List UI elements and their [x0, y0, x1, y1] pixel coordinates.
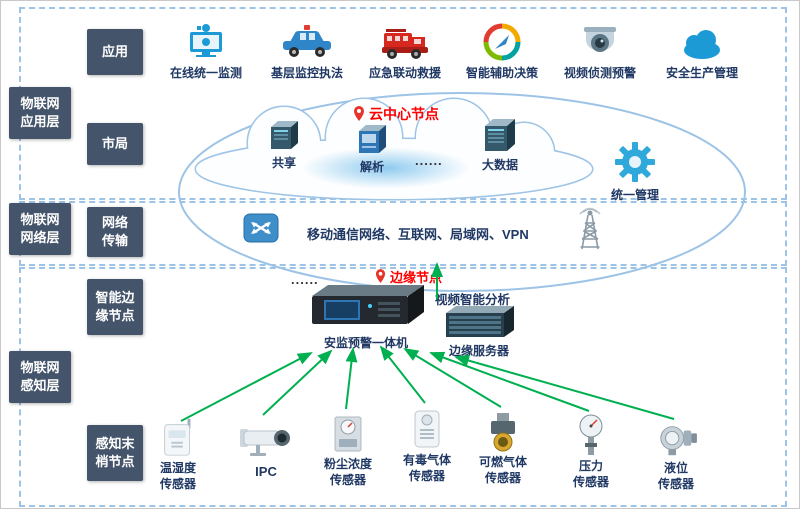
app-label: 在线统一监测: [169, 66, 242, 80]
sensor-liquid-level: 液位 传感器: [637, 421, 715, 492]
location-pin-icon: [375, 269, 386, 283]
liquid-level-sensor-icon: [660, 426, 697, 456]
police-car-icon: [283, 25, 331, 57]
sensor-temp-humidity: 温湿度 传感器: [139, 417, 217, 492]
edge-machine: 安监预警一体机: [301, 283, 431, 351]
dome-camera-icon: [584, 27, 616, 52]
edge-machine-label: 安监预警一体机: [323, 336, 408, 350]
app-online-monitoring: 在线统一监测: [156, 23, 256, 81]
unified-management-label: 统一管理: [610, 188, 659, 202]
app-label: 安全生产管理: [665, 66, 738, 80]
location-pin-icon: [354, 106, 364, 121]
sensor-label: 可燃气体 传感器: [478, 455, 527, 485]
sensor-pressure: 压力 传感器: [552, 413, 630, 490]
edge-ellipsis: ......: [291, 272, 319, 287]
network-types-label: 移动通信网络、互联网、局域网、VPN: [307, 227, 529, 242]
app-label: 应急联动救援: [368, 66, 441, 80]
row-label-city-bureau: 市局: [87, 123, 143, 165]
edge-node-title: 边缘节点: [375, 267, 442, 286]
cloud-node-label: 共享: [271, 156, 296, 170]
cloud-node-share: 共享: [253, 119, 315, 171]
edge-node-title-text: 边缘节点: [390, 270, 443, 285]
sensor-dust: 粉尘浓度 传感器: [309, 413, 387, 488]
edge-server: 边缘服务器: [437, 303, 521, 359]
sensor-combustible-gas: 可燃气体 传感器: [464, 411, 542, 486]
monitor-camera-icon: [190, 24, 222, 57]
pressure-sensor-icon: [579, 414, 603, 455]
app-decision-support: 智能辅助决策: [452, 23, 552, 81]
cloud-icon: [684, 30, 720, 59]
app-safety-management: 安全生产管理: [652, 27, 752, 81]
edge-server-label: 边缘服务器: [448, 344, 509, 358]
sensor-label: IPC: [255, 464, 277, 479]
cloud-ellipsis: ......: [415, 153, 443, 168]
app-video-detection: 视频侦测预警: [550, 25, 650, 81]
row-label-perception-end-node: 感知末 梢节点: [87, 425, 143, 481]
server-rack-icon: [485, 119, 515, 151]
server-icon: [271, 121, 298, 149]
edge-server-icon: [446, 306, 514, 337]
sensor-toxic-gas: 有毒气体 传感器: [388, 407, 466, 484]
dust-sensor-icon: [334, 416, 362, 452]
sensor-label: 压力 传感器: [572, 459, 609, 489]
toxic-gas-sensor-icon: [414, 410, 440, 448]
sensor-ipc: IPC: [227, 421, 305, 479]
sensor-label: 粉尘浓度 传感器: [323, 457, 372, 487]
row-label-application: 应用: [87, 29, 143, 75]
cloud-node-bigdata: 大数据: [465, 117, 535, 173]
video-analysis-label: 视频智能分析: [435, 293, 511, 307]
server-icon: [359, 125, 386, 153]
cloud-center-title-text: 云中心节点: [369, 106, 439, 122]
temp-humidity-sensor-icon: [164, 418, 191, 456]
app-emergency-rescue: 应急联动救援: [355, 25, 455, 81]
all-in-one-machine-icon: [312, 285, 424, 324]
layer-label-perception: 物联网 感知层: [9, 351, 71, 403]
gear-icon: [615, 142, 655, 182]
compass-icon: [483, 23, 521, 61]
ip-camera-icon: [240, 429, 290, 456]
sensor-label: 温湿度 传感器: [159, 461, 196, 491]
layer-label-application: 物联网 应用层: [9, 87, 71, 139]
sensor-label: 有毒气体 传感器: [402, 453, 451, 483]
cloud-node-parse: 解析: [341, 123, 403, 175]
app-grassroots-enforcement: 基层监控执法: [257, 25, 357, 81]
app-label: 视频侦测预警: [563, 66, 636, 80]
app-label: 智能辅助决策: [465, 66, 538, 80]
combustible-gas-sensor-icon: [491, 413, 515, 452]
layer-label-network: 物联网 网络层: [9, 203, 71, 255]
cloud-center-title: 云中心节点: [353, 104, 439, 124]
cloud-node-label: 大数据: [481, 158, 518, 172]
cloud-node-label: 解析: [359, 160, 384, 174]
unified-management: 统一管理: [599, 141, 671, 203]
app-label: 基层监控执法: [270, 66, 343, 80]
sensor-label: 液位 传感器: [657, 461, 694, 491]
cell-tower-icon: [579, 207, 601, 250]
row-label-network-transmission: 网络 传输: [87, 207, 143, 257]
fire-truck-icon: [382, 29, 428, 59]
switch-icon: [243, 213, 279, 243]
row-label-edge-node: 智能边 缘节点: [87, 279, 143, 335]
